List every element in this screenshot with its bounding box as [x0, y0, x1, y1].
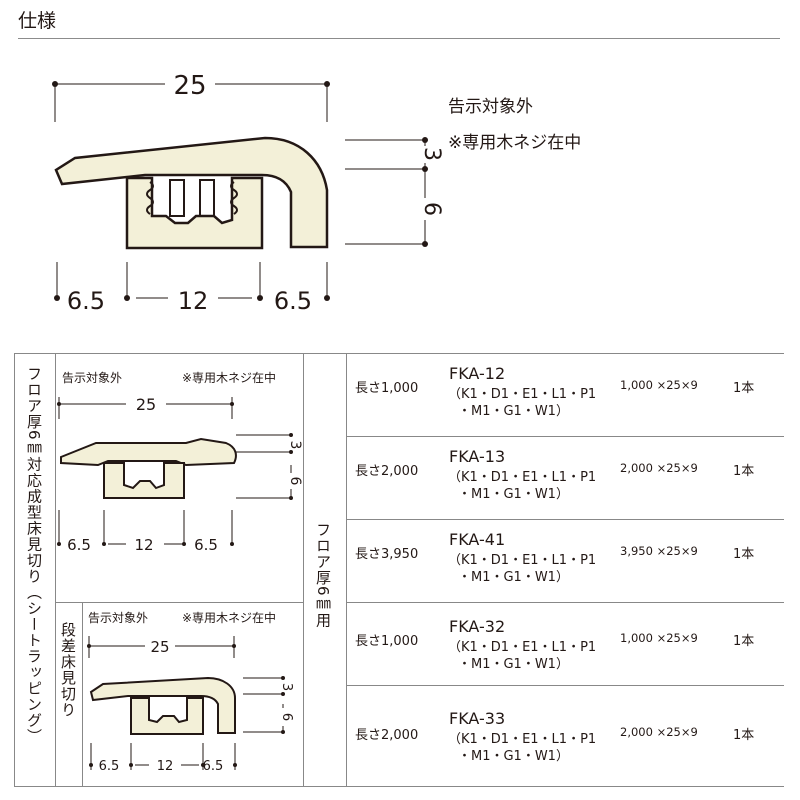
figure-a-dim-center: 12	[134, 536, 153, 554]
figure-a-dim-width: 25	[136, 395, 156, 414]
subcategory-label: 段差床見切り	[59, 622, 77, 718]
figure-a-note-screw: ※専用木ネジ在中	[182, 371, 277, 385]
row-dimensions: 2,000 ×25×9	[620, 725, 698, 739]
profile-shape	[54, 136, 329, 250]
row-dimensions: 3,950 ×25×9	[620, 544, 698, 558]
section-title: 仕様	[18, 10, 57, 32]
note-screw: ※専用木ネジ在中	[448, 133, 582, 153]
figure-a-dim-left: 6.5	[67, 536, 91, 554]
figure-a-dim-top: 3	[287, 441, 302, 450]
table-row-divider	[347, 685, 784, 686]
row-product-code: FKA-33	[449, 709, 506, 728]
row-colors-line2: ・M1・G1・W1）	[458, 749, 569, 764]
figure-a-dim-right: 6.5	[194, 536, 218, 554]
figure-b-dim-right: 6.5	[203, 759, 224, 774]
figure-a-profile: 25 3 6 6.5 12 6.5	[57, 395, 302, 554]
dim-height: 3 6	[345, 137, 444, 247]
dim-width: 25	[52, 71, 330, 122]
table-bottom-border	[14, 786, 784, 787]
row-quantity: 1本	[733, 728, 755, 743]
table-col-divider	[82, 602, 83, 787]
table-row-divider	[56, 602, 303, 603]
row-product-code: FKA-32	[449, 617, 506, 636]
row-colors-line1: （K1・D1・E1・L1・P1	[448, 732, 597, 747]
row-colors-line1: （K1・D1・E1・L1・P1	[448, 470, 597, 485]
dim-left-label: 6.5	[67, 287, 105, 315]
figure-a-note-exempt: 告示対象外	[62, 371, 123, 385]
dim-width-label: 25	[173, 71, 206, 101]
category-label: フロア厚6㎜対応成型床見切り（シートラッピング）	[25, 366, 43, 745]
figure-b-note-screw: ※専用木ネジ在中	[182, 611, 277, 625]
row-colors-line1: （K1・D1・E1・L1・P1	[448, 640, 597, 655]
row-quantity: 1本	[733, 634, 755, 649]
dim-right-label: 6.5	[274, 287, 312, 315]
figure-a-dim-height: 6	[287, 477, 302, 486]
figure-b-profile: 25 3 6 6.5 12 6.5	[87, 636, 294, 774]
dim-center-label: 12	[178, 287, 209, 315]
row-colors-line2: ・M1・G1・W1）	[458, 570, 569, 585]
row-quantity: 1本	[733, 381, 755, 396]
note-exempt: 告示対象外	[448, 97, 533, 117]
row-quantity: 1本	[733, 547, 755, 562]
figure-b-dim-height: 6	[279, 713, 294, 721]
figure-b-dim-width: 25	[150, 638, 169, 656]
figure-b-dim-top: 3	[279, 683, 294, 691]
row-length: 長さ2,000	[355, 464, 419, 479]
row-colors-line1: （K1・D1・E1・L1・P1	[448, 387, 597, 402]
row-colors-line2: ・M1・G1・W1）	[458, 487, 569, 502]
row-product-code: FKA-41	[449, 530, 506, 549]
dim-top-label: 3	[419, 147, 444, 161]
row-colors-line2: ・M1・G1・W1）	[458, 657, 569, 672]
main-profile-figure: 25 3 6 6.5 12 6.5	[52, 71, 444, 315]
dim-bottom: 6.5 12 6.5	[54, 262, 330, 315]
row-dimensions: 2,000 ×25×9	[620, 461, 698, 475]
row-dimensions: 1,000 ×25×9	[620, 378, 698, 392]
table-row-divider	[347, 602, 784, 603]
table-row-divider	[347, 436, 784, 437]
row-product-code: FKA-13	[449, 447, 506, 466]
row-length: 長さ1,000	[355, 634, 419, 649]
section-divider	[18, 38, 780, 39]
figure-b-note-exempt: 告示対象外	[88, 611, 149, 625]
figure-b-dim-center: 12	[157, 759, 174, 774]
dim-height-label: 6	[419, 202, 444, 216]
row-length: 長さ2,000	[355, 728, 419, 743]
floor-thickness-label: フロア厚6㎜用	[314, 522, 332, 629]
table-row-divider	[347, 519, 784, 520]
row-quantity: 1本	[733, 464, 755, 479]
table-left-border	[14, 353, 15, 787]
figure-b-dim-left: 6.5	[99, 759, 120, 774]
row-product-code: FKA-12	[449, 364, 506, 383]
table-top-border	[14, 353, 784, 354]
table-col-divider	[55, 353, 56, 787]
row-length: 長さ3,950	[355, 547, 419, 562]
row-colors-line1: （K1・D1・E1・L1・P1	[448, 553, 597, 568]
row-colors-line2: ・M1・G1・W1）	[458, 404, 569, 419]
row-dimensions: 1,000 ×25×9	[620, 631, 698, 645]
row-length: 長さ1,000	[355, 381, 419, 396]
table-col-divider	[303, 353, 304, 787]
table-col-divider	[346, 353, 347, 787]
